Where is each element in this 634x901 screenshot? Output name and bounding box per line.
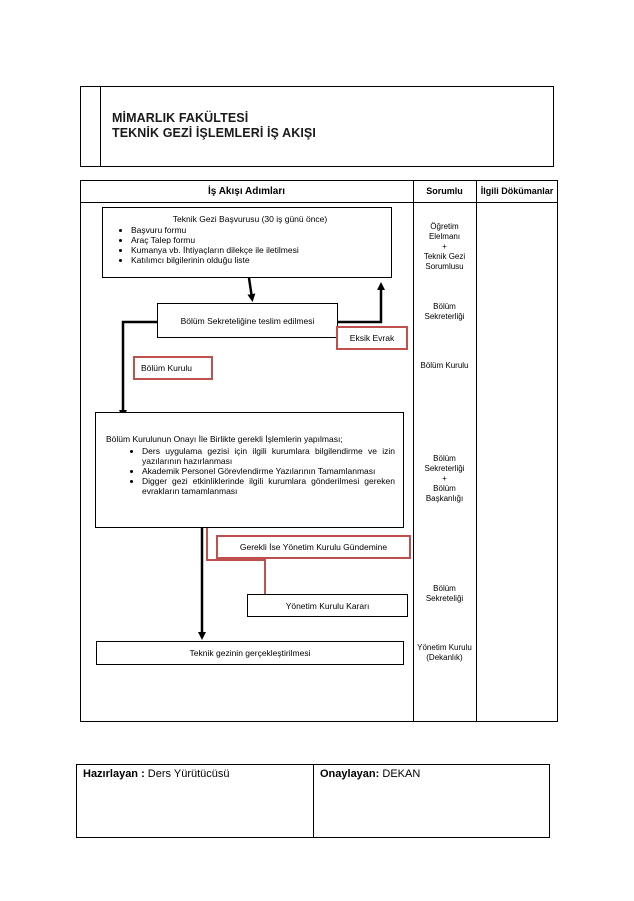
- list-item: Akademik Personel Görevlendirme Yazıları…: [142, 466, 395, 476]
- arrow-application-to-secretary: [247, 277, 256, 302]
- prepared-by: Hazırlayan : Ders Yürütücüsü: [83, 768, 230, 780]
- responsible-line: Yönetim Kurulu: [417, 643, 472, 652]
- arrow-secretary-to-approval: [119, 320, 157, 418]
- responsible-dept-board: Bölüm Kurulu: [420, 361, 469, 370]
- responsible-line: Öğretim: [430, 222, 459, 231]
- responsible-secretary-2: Bölüm Sekreteliği: [413, 584, 476, 604]
- application-list: Başvuru formu Araç Talep formu Kumanya v…: [117, 225, 383, 265]
- exec-board-agenda-label: Gerekli İse Yönetim Kurulu Gündemine: [239, 542, 388, 552]
- workflow-table: [80, 180, 558, 722]
- arrow-missing-docs-return: [338, 282, 385, 324]
- responsible-exec-board: Yönetim Kurulu (Dekanlık): [413, 643, 476, 663]
- responsible-secretary-head: Bölüm Sekreterliği + Bölüm Başkanlığı: [413, 454, 476, 504]
- responsible-secretary: Bölüm Sekreterliği: [413, 302, 476, 322]
- exec-board-decision-box: Yönetim Kurulu Kararı: [247, 594, 408, 617]
- exec-board-decision-label: Yönetim Kurulu Kararı: [285, 600, 370, 611]
- responsible-instructor: Öğretim Elelmanı + Teknik Gezi Sorumlusu: [413, 222, 476, 272]
- submit-secretary-label: Bölüm Sekreteliğine teslim edilmesi: [180, 315, 315, 326]
- responsible-line: Bölüm: [433, 584, 456, 593]
- approval-list: Ders uygulama gezisi için ilgili kurumla…: [106, 446, 395, 496]
- approval-title: Bölüm Kurulunun Onayı İle Birlikte gerek…: [106, 434, 343, 444]
- application-box: Teknik Gezi Başvurusu (30 iş günü önce) …: [102, 207, 392, 278]
- exec-board-agenda-box: Gerekli İse Yönetim Kurulu Gündemine: [216, 535, 411, 559]
- header-divider: [100, 86, 101, 167]
- responsible-line: +: [442, 474, 447, 483]
- list-item: Araç Talep formu: [131, 235, 383, 245]
- responsible-line: Sekreterliği: [424, 312, 465, 321]
- workflow-title: TEKNİK GEZİ İŞLEMLERİ İŞ AKIŞI: [112, 126, 316, 140]
- missing-docs-box: Eksik Evrak: [336, 326, 408, 350]
- faculty-title: MİMARLIK FAKÜLTESİ: [112, 111, 249, 125]
- responsible-line: +: [442, 242, 447, 251]
- responsible-line: Bölüm: [433, 454, 456, 463]
- list-item: Katılımcı bilgilerinin olduğu liste: [131, 255, 383, 265]
- trip-execution-box: Teknik gezinin gerçekleştirilmesi: [96, 641, 404, 665]
- prepared-value: Ders Yürütücüsü: [144, 768, 230, 780]
- col-responsible-header: Sorumlu: [426, 186, 463, 196]
- list-item: Digger gezi etkinliklerinde ilgili kurum…: [142, 476, 395, 496]
- approved-value: DEKAN: [379, 768, 421, 780]
- prepared-label: Hazırlayan :: [83, 768, 145, 780]
- responsible-line: Sekreteliği: [425, 594, 464, 603]
- submit-secretary-box: Bölüm Sekreteliğine teslim edilmesi: [157, 303, 338, 338]
- approved-by: Onaylayan: DEKAN: [320, 768, 420, 780]
- list-item: Kumanya vb. İhtiyaçların dilekçe ile ile…: [131, 245, 383, 255]
- approved-label: Onaylayan:: [320, 768, 380, 780]
- responsible-line: Sorumlusu: [425, 262, 464, 271]
- list-item: Başvuru formu: [131, 225, 383, 235]
- responsible-line: (Dekanlık): [426, 653, 463, 662]
- dept-board-box: Bölüm Kurulu: [133, 356, 213, 380]
- responsible-line: Bölüm: [433, 302, 456, 311]
- responsible-line: Sekreterliği: [424, 464, 465, 473]
- dept-board-label: Bölüm Kurulu: [141, 363, 193, 373]
- approval-box: Bölüm Kurulunun Onayı İle Birlikte gerek…: [95, 412, 404, 528]
- missing-docs-label: Eksik Evrak: [349, 333, 395, 343]
- list-item: Ders uygulama gezisi için ilgili kurumla…: [142, 446, 395, 466]
- col-steps-header: İş Akışı Adımları: [207, 186, 286, 197]
- col-documents-header: İlgili Dökümanlar: [480, 186, 554, 196]
- application-title: Teknik Gezi Başvurusu (30 iş günü önce): [172, 214, 328, 224]
- approved-by-box: [313, 764, 550, 838]
- column-divider: [476, 180, 477, 722]
- header-row-divider: [80, 202, 558, 203]
- arrow-agenda-to-decision: [206, 528, 269, 602]
- responsible-line: Bölüm: [433, 484, 456, 493]
- responsible-line: Teknik Gezi: [423, 252, 466, 261]
- column-divider: [413, 180, 414, 722]
- responsible-line: Elelmanı: [428, 232, 461, 241]
- responsible-line: Başkanlığı: [425, 494, 464, 503]
- header-box: [80, 86, 554, 167]
- trip-execution-label: Teknik gezinin gerçekleştirilmesi: [189, 648, 311, 658]
